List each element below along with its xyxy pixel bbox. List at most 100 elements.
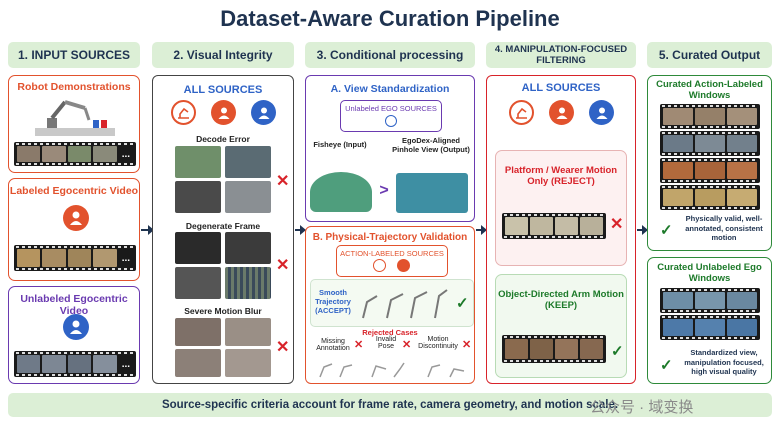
label-curated-unlabeled: Curated Unlabeled Ego Windows [657,262,762,284]
panel-trajectory-validation: B. Physical-Trajectory Validation ACTION… [305,226,475,384]
blur-thumb-1 [175,318,221,346]
header-input-sources: 1. INPUT SOURCES [8,42,140,68]
panel-manipulation-filtering: ALL SOURCES Platform / Wearer Motion Onl… [486,75,636,384]
robot-arm-icon [171,100,196,125]
unlabeled-filmstrip: ... [14,351,136,377]
person-icon [589,100,614,125]
label-action-desc: Physically valid, well-annotated, consis… [685,214,763,242]
decode-thumb-2 [225,146,271,178]
cross-icon: ✕ [354,339,364,351]
rejected-arm-poses [319,362,465,378]
cross-icon: ✕ [276,339,290,356]
header-visual-integrity: 2. Visual Integrity [152,42,294,68]
smooth-trajectory-box: Smooth Trajectory (ACCEPT) ✓ [310,279,474,327]
robot-arm-icon [35,100,115,136]
action-filmstrip-2 [660,131,760,156]
keep-box: Object-Directed Arm Motion (KEEP) ✓ [495,274,627,378]
reject-box: Platform / Wearer Motion Only (REJECT) ✕ [495,150,627,266]
check-icon: ✓ [660,357,673,374]
label-robot-demonstrations: Robot Demonstrations [17,81,131,93]
degenerate-thumb-4 [225,267,271,299]
arrow-1-2 [141,225,154,235]
header-curated-output: 5. Curated Output [647,42,772,68]
blur-thumb-2 [225,318,271,346]
person-icon [397,259,410,272]
robot-arm-sequence-icon [362,289,448,319]
card-labeled-egocentric: Labeled Egocentric Video ... [8,178,140,281]
label-fisheye: Fisheye (Input) [313,140,367,149]
person-icon [549,100,574,125]
cross-icon: ✕ [276,257,290,274]
robot-filmstrip: ... [14,142,136,166]
action-labeled-box: ACTION-LABELED SOURCES [336,245,448,277]
footer-note: Source-specific criteria account for fra… [8,393,772,417]
label-smooth-trajectory: Smooth Trajectory (ACCEPT) [315,288,351,315]
unlabeled-ego-box: Unlabeled EGO SOURCES [340,100,442,132]
arrow-4-5 [637,225,648,235]
page-title: Dataset-Aware Curation Pipeline [220,6,560,31]
label-decode-error: Decode Error [196,134,250,144]
keep-filmstrip [502,335,606,363]
header-manipulation-filtering: 4. MANIPULATION-FOCUSED FILTERING [486,42,636,68]
label-unlabeled-egocentric: Unlabeled Egocentric Video [20,293,128,317]
label-motion-discontinuity: Motion Discontinuity [418,336,458,350]
panel-visual-integrity: ALL SOURCES Decode Error ✕ Degenerate Fr… [152,75,294,384]
card-unlabeled-egocentric: Unlabeled Egocentric Video ... [8,286,140,384]
header-conditional-processing: 3. Conditional processing [305,42,475,68]
arrow-2-3 [295,225,306,235]
blur-thumb-3 [175,349,221,377]
label-rejected-cases: Rejected Cases [362,328,418,337]
check-icon: ✓ [611,343,624,360]
action-filmstrip-1 [660,104,760,129]
label-trajectory-validation: B. Physical-Trajectory Validation [312,232,468,243]
label-all-sources-4: ALL SOURCES [521,82,601,94]
label-curated-action-labeled: Curated Action-Labeled Windows [656,79,763,101]
pinhole-image [396,173,468,213]
card-curated-action-labeled: Curated Action-Labeled Windows ✓ Physica… [647,75,772,251]
degenerate-thumb-1 [175,232,221,264]
blur-thumb-4 [225,349,271,377]
person-icon [63,205,89,231]
watermark: 公众号 · 域变换 [590,399,694,416]
label-severe-motion-blur: Severe Motion Blur [184,306,262,316]
label-view-standardization: A. View Standardization [330,83,450,95]
label-invalid-pose: Invalid Pose [375,336,397,350]
cross-icon: ✕ [402,339,412,351]
unlabeled-filmstrip-2 [660,315,760,340]
check-icon: ✓ [660,222,673,239]
label-missing-annotation: Missing Annotation [316,338,350,352]
decode-thumb-4 [225,181,271,213]
person-icon [251,100,276,125]
label-action-labeled: ACTION-LABELED SOURCES [340,249,444,258]
cross-icon: ✕ [462,339,472,351]
cross-icon: ✕ [610,216,624,233]
robot-arm-icon [373,259,386,272]
person-icon [211,100,236,125]
fisheye-image [310,172,372,212]
label-platform-wearer: Platform / Wearer Motion Only (REJECT) [504,165,618,187]
degenerate-thumb-3 [175,267,221,299]
cross-icon: ✕ [276,173,290,190]
decode-thumb-1 [175,146,221,178]
person-icon [385,115,397,127]
labeled-filmstrip: ... [14,245,136,271]
label-degenerate-frame: Degenerate Frame [185,221,261,231]
person-icon [63,314,89,340]
label-unlabeled-desc: Standardized view, manipulation focused,… [684,348,764,376]
robot-arm-icon [509,100,534,125]
reject-filmstrip [502,213,606,239]
action-filmstrip-3 [660,158,760,183]
label-labeled-egocentric: Labeled Egocentric Video [9,185,139,197]
arrow-gt: > [379,182,389,199]
check-icon: ✓ [456,295,469,312]
card-robot-demonstrations: Robot Demonstrations ... [8,75,140,173]
unlabeled-filmstrip-1 [660,288,760,313]
decode-thumb-3 [175,181,221,213]
card-curated-unlabeled: Curated Unlabeled Ego Windows ✓ Standard… [647,257,772,384]
degenerate-thumb-2 [225,232,271,264]
label-egodex-pinhole: EgoDex-Aligned Pinhole View (Output) [392,136,470,154]
arrow-3-4 [476,225,487,235]
action-filmstrip-4 [660,185,760,210]
label-unlabeled-ego: Unlabeled EGO SOURCES [345,104,437,113]
label-all-sources: ALL SOURCES [183,84,263,96]
